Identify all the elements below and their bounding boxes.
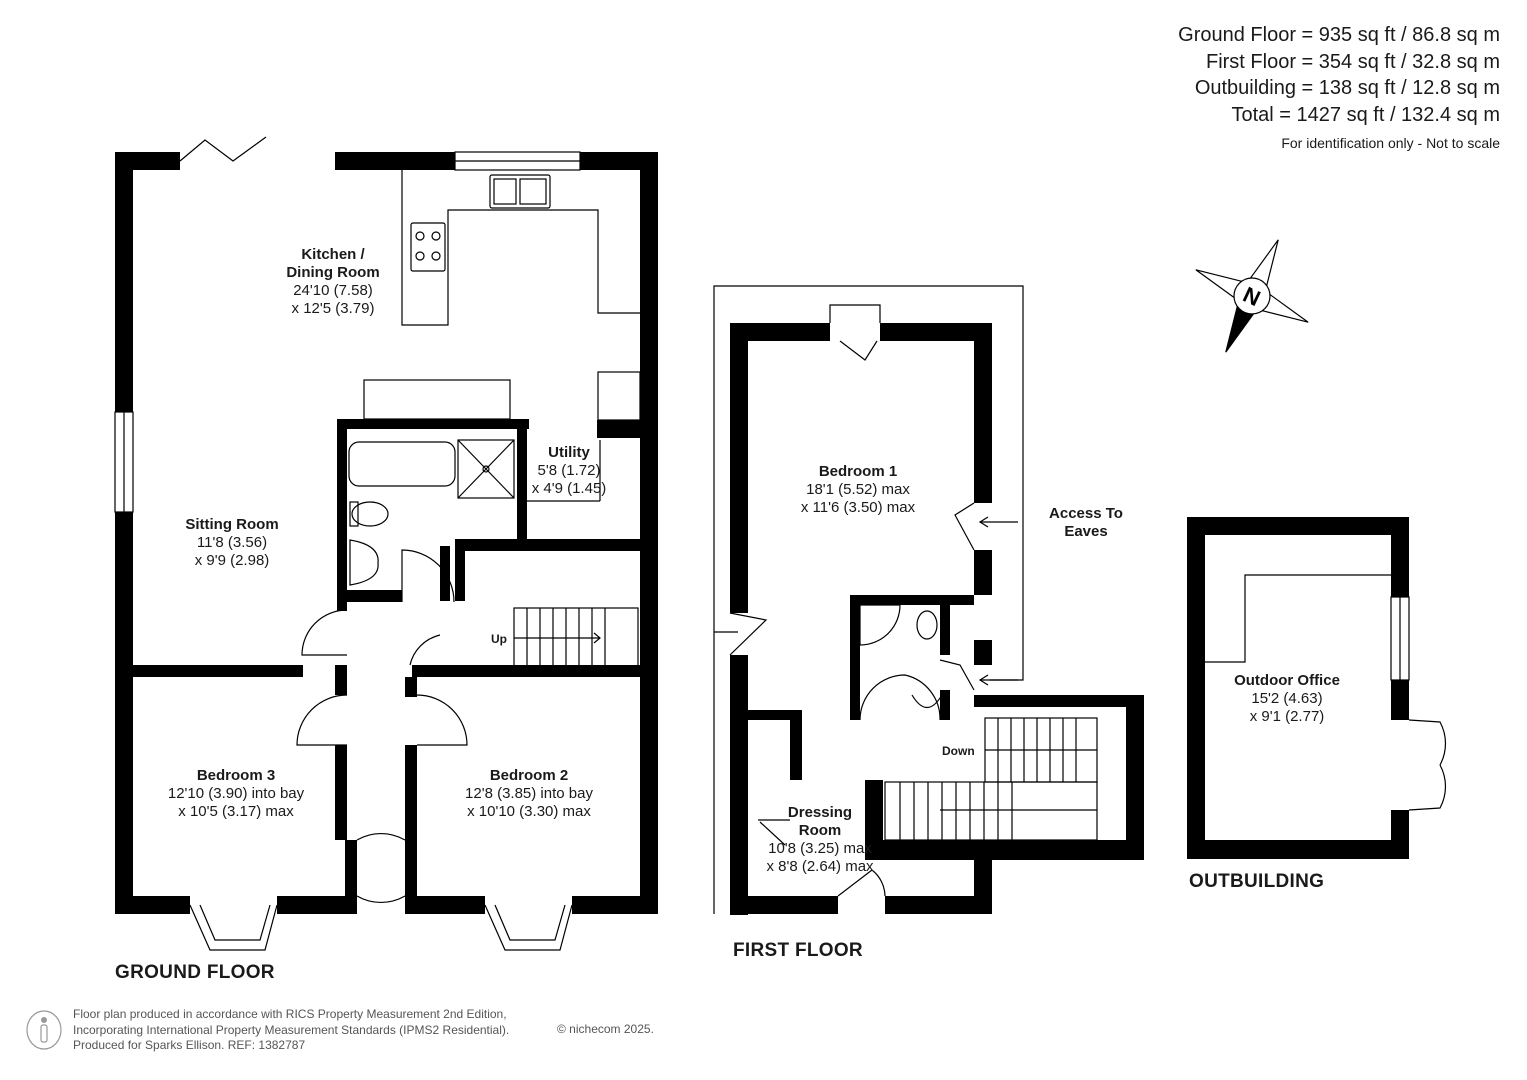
- first-floor-fittings: [713, 285, 1098, 914]
- room-sitting-label: Sitting Room 11'8 (3.56)x 9'9 (2.98): [185, 516, 279, 569]
- area-summary: Ground Floor = 935 sq ft / 86.8 sq m Fir…: [1178, 22, 1500, 152]
- outbuilding-fittings: [1205, 574, 1446, 811]
- footer-line-3: Produced for Sparks Ellison. REF: 138278…: [73, 1038, 306, 1052]
- footer-line-1: Floor plan produced in accordance with R…: [73, 1007, 507, 1021]
- first-floor-walls: [730, 323, 1144, 915]
- room-kitchen-label: Kitchen /Dining Room 24'10 (7.58)x 12'5 …: [286, 246, 380, 317]
- area-ground: Ground Floor = 935 sq ft / 86.8 sq m: [1178, 24, 1500, 46]
- area-outbuilding: Outbuilding = 138 sq ft / 12.8 sq m: [1194, 77, 1500, 99]
- footer-line-2: Incorporating International Property Mea…: [73, 1022, 510, 1037]
- scale-note: For identification only - Not to scale: [1281, 135, 1500, 151]
- footer-text: Floor plan produced in accordance with R…: [73, 1007, 509, 1054]
- person-info-icon: [26, 1010, 62, 1050]
- area-total: Total = 1427 sq ft / 132.4 sq m: [1231, 103, 1501, 126]
- copyright: © nichecom 2025.: [557, 1022, 654, 1036]
- ground-floor-walls: [115, 152, 658, 914]
- outbuilding-title: OUTBUILDING: [1189, 871, 1325, 892]
- first-floor-title: FIRST FLOOR: [733, 940, 863, 961]
- room-utility-label: Utility 5'8 (1.72)x 4'9 (1.45): [531, 444, 607, 497]
- room-office-label: Outdoor Office 15'2 (4.63)x 9'1 (2.77): [1234, 672, 1340, 725]
- area-first: First Floor = 354 sq ft / 32.8 sq m: [1205, 50, 1500, 73]
- ground-floor-fittings: [114, 136, 641, 951]
- ground-floor-title: GROUND FLOOR: [115, 962, 275, 983]
- stairs-up-label: Up: [491, 632, 507, 646]
- compass-icon: N: [1195, 239, 1309, 353]
- outbuilding-walls: [1187, 517, 1409, 859]
- stairs-down-label: Down: [942, 744, 975, 758]
